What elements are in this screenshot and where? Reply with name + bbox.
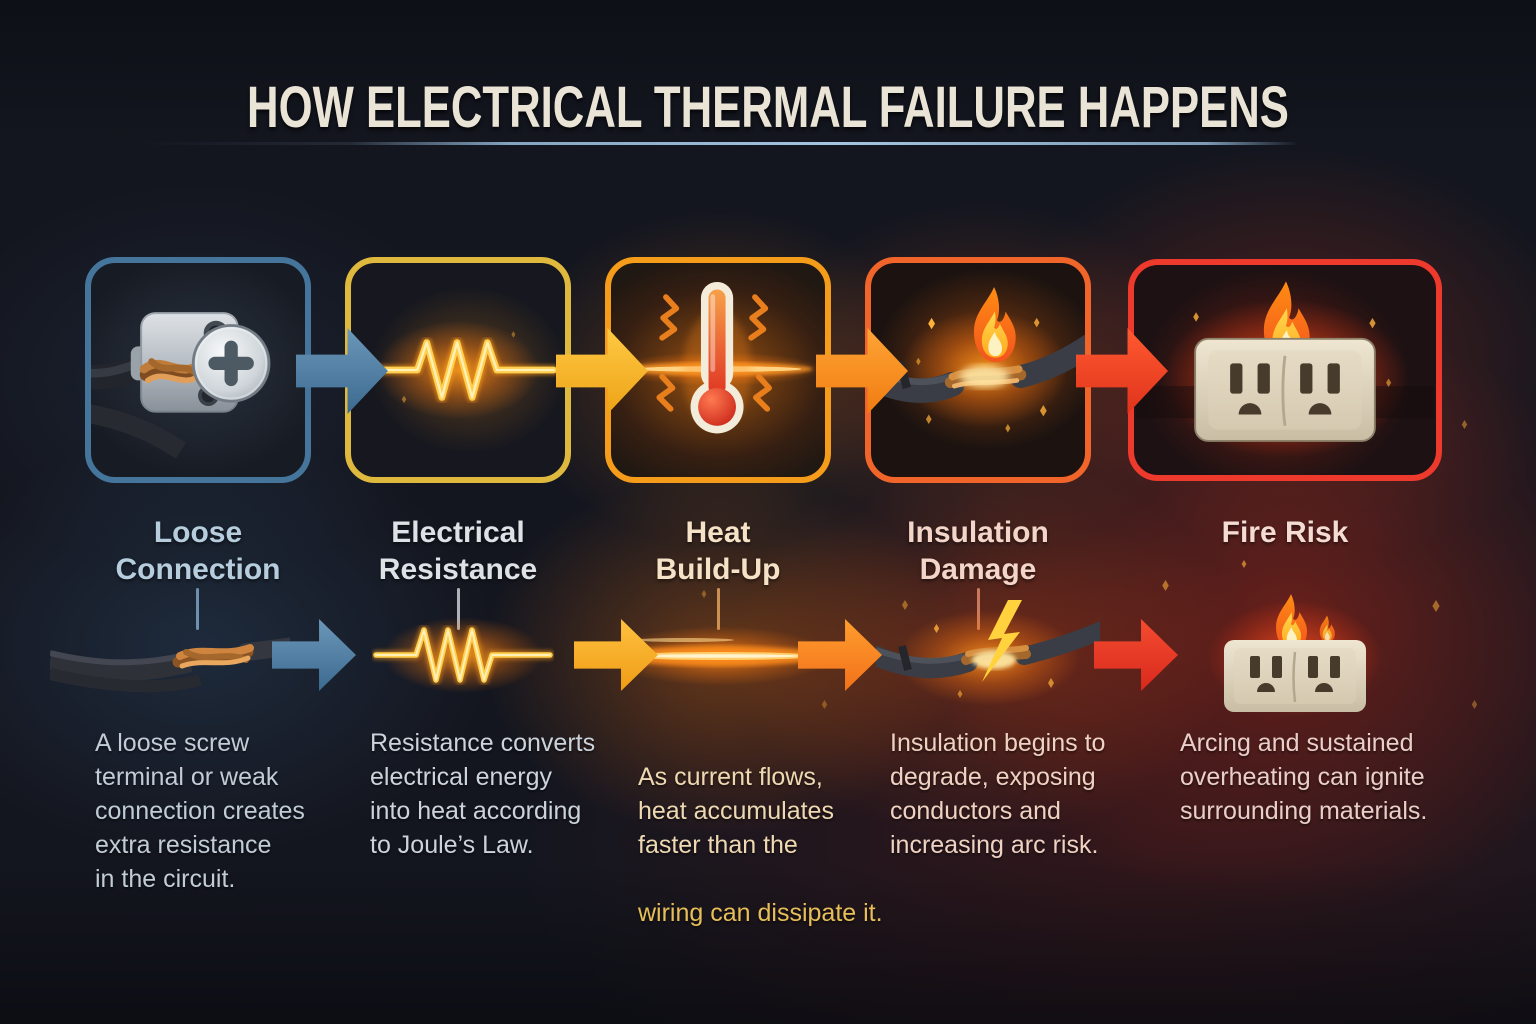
stage-title-fire-risk: Fire Risk [1221, 516, 1349, 549]
loose-screw-terminal-icon [91, 312, 271, 459]
glowing-resistor-icon [357, 320, 559, 420]
title-pointer-tick-1 [196, 588, 199, 630]
arcing-cable-icon [876, 600, 1100, 706]
stage-title-heat-build-up: Heat Build-Up [655, 516, 781, 586]
stage-description-fire-risk: Arcing and sustained overheating can ign… [1180, 729, 1428, 825]
frayed-wire-icon [50, 637, 290, 693]
title-divider [140, 142, 1298, 145]
stage-box-loose-connection [85, 257, 311, 483]
title-pointer-tick-4 [977, 588, 980, 630]
stage-description-loose-connection: A loose screw terminal or weak connectio… [95, 729, 305, 893]
stage-description-insulation-damage: Insulation begins to degrade, exposing c… [890, 729, 1106, 859]
stage-description-electrical-resistance: Resistance converts electrical energy in… [370, 729, 596, 859]
title-pointer-tick-2 [457, 588, 460, 630]
hot-wire-glow-icon [607, 626, 831, 686]
description-highlight-text: wiring can dissipate it. [638, 899, 883, 927]
flow-arrow-bottom-4 [1094, 619, 1178, 691]
description-text: As current flows, heat accumulates faste… [638, 763, 834, 859]
glowing-resistor-small-icon [372, 617, 554, 693]
title-pointer-tick-3 [717, 588, 720, 630]
page-title: HOW ELECTRICAL THERMAL FAILURE HAPPENS [247, 73, 1289, 140]
stage-title-insulation-damage: Insulation Damage [907, 516, 1049, 586]
outlet-fire-icon [1136, 281, 1434, 458]
thermometer-icon [611, 281, 825, 434]
stage-description-heat-build-up: As current flows, heat accumulates faste… [638, 726, 898, 964]
stage-box-fire-risk [1128, 259, 1442, 481]
burning-outlet-small-icon [1207, 594, 1383, 716]
stage-title-electrical-resistance: Electrical Resistance [378, 516, 538, 586]
stage-title-loose-connection: Loose Connection [115, 516, 281, 586]
stage-box-heat-build-up [605, 257, 831, 483]
